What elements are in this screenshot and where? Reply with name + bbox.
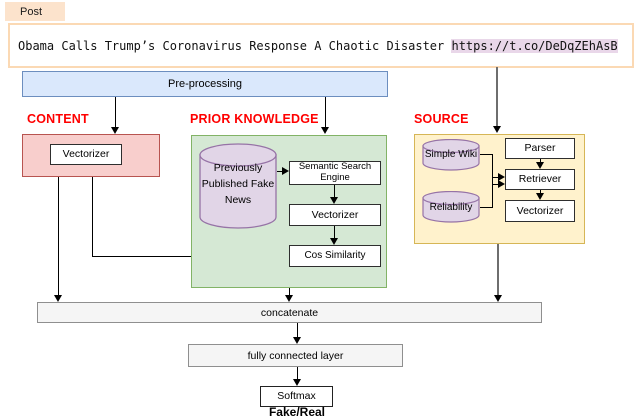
connector-content-to-concatenate (58, 177, 59, 295)
concatenate-bar: concatenate (37, 302, 542, 323)
fake-news-database-cylinder-icon (199, 143, 277, 229)
arrowhead-icon (493, 126, 501, 133)
arrowhead-icon (321, 127, 329, 134)
arrowhead-icon (285, 295, 293, 302)
connector-simple-wiki-to-retriever (480, 154, 493, 155)
connector-semantic-search-to-vectorizer (334, 185, 335, 197)
cos-similarity-box: Cos Similarity (289, 245, 381, 267)
simple-wiki-database-cylinder-icon (422, 138, 480, 171)
connector-fully-connected-to-softmax (297, 367, 298, 379)
connector-concatenate-to-fully-connected (297, 323, 298, 337)
connector-content-to-cos-similarity (92, 177, 93, 256)
connector-databases-to-retriever (492, 154, 493, 208)
simple-wiki-label: Simple Wiki (424, 149, 478, 160)
parser-box: Parser (505, 138, 575, 159)
output-label: Fake/Real (268, 405, 326, 417)
source-section-label: SOURCE (414, 112, 469, 126)
prior-knowledge-section-label: PRIOR KNOWLEDGE (190, 112, 319, 126)
content-section-label: CONTENT (27, 112, 89, 126)
connector-parser-to-retriever (540, 159, 541, 163)
softmax-box: Softmax (260, 386, 333, 407)
arrowhead-icon (330, 238, 338, 245)
fake-news-database-label: Previously Published Fake News (201, 162, 275, 206)
arrowhead-icon (494, 295, 502, 302)
connector-source-to-concatenate (497, 244, 499, 296)
retriever-box: Retriever (505, 169, 575, 190)
connector-preprocessing-to-content (115, 97, 116, 128)
connector-to-retriever-lower (492, 184, 498, 185)
source-vectorizer-box: Vectorizer (505, 200, 575, 222)
prior-knowledge-vectorizer-box: Vectorizer (289, 204, 381, 226)
connector-prior-knowledge-to-concatenate (289, 288, 290, 295)
arrowhead-icon (536, 162, 544, 169)
reliability-label: Reliability (429, 202, 473, 213)
post-text: Obama Calls Trump’s Coronavirus Response… (18, 38, 452, 53)
arrowhead-icon (498, 173, 505, 181)
arrowhead-icon (498, 180, 505, 188)
connector-preprocessing-to-prior-knowledge (325, 97, 326, 128)
arrowhead-icon (111, 127, 119, 134)
post-url: https://t.co/DeDqZEhAsB (451, 38, 618, 53)
connector-database-to-semantic-search (277, 171, 283, 172)
connector-post-to-source (496, 67, 498, 127)
connector-reliability-to-retriever (480, 207, 493, 208)
arrowhead-icon (54, 295, 62, 302)
connector-vectorizer-to-cos-similarity (334, 226, 335, 238)
connector-retriever-to-vectorizer (540, 190, 541, 194)
arrowhead-icon (330, 197, 338, 204)
content-vectorizer-box: Vectorizer (50, 144, 122, 165)
arrowhead-icon (282, 167, 289, 175)
fully-connected-layer-bar: fully connected layer (188, 344, 403, 367)
post-tab-label: Post (5, 2, 65, 21)
reliability-database-cylinder-icon (422, 190, 480, 223)
arrowhead-icon (536, 193, 544, 200)
connector-to-retriever-upper (492, 177, 498, 178)
semantic-search-engine-box: Semantic Search Engine (289, 161, 381, 185)
connector-content-to-cos-similarity (92, 256, 282, 257)
post-text-box: Obama Calls Trump’s Coronavirus Response… (8, 23, 634, 68)
arrowhead-icon (293, 379, 301, 386)
preprocessing-box: Pre-processing (22, 71, 388, 97)
arrowhead-icon (293, 337, 301, 344)
